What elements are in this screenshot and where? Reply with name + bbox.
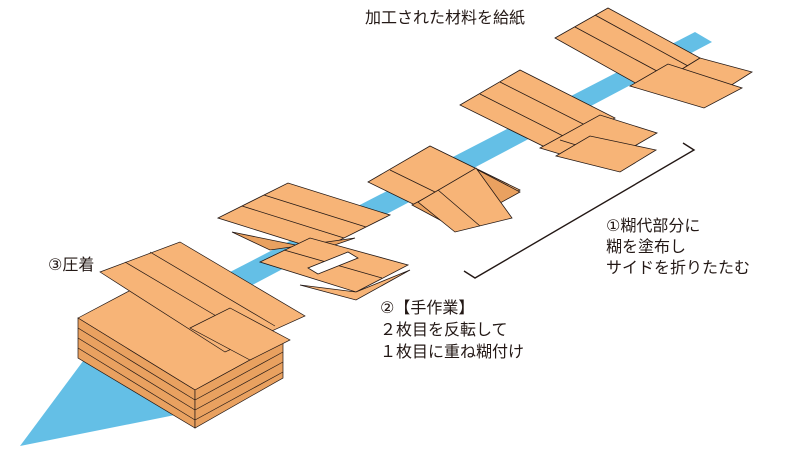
blank-gluing [459, 69, 658, 173]
step2-line3: １枚目に重ね糊付け [380, 342, 525, 361]
step1-line2: 糊を塗布し [606, 237, 687, 256]
blank-feed [554, 7, 753, 109]
step1-line3: サイドを折りたたむ [606, 258, 751, 277]
blank-manual-step [216, 182, 411, 301]
step1-line1: ①糊代部分に [606, 216, 701, 235]
finished-stack [77, 241, 306, 429]
blank-folding [367, 145, 521, 233]
step1-bracket [463, 142, 696, 279]
step3-label: ③圧着 [48, 255, 95, 274]
feed-label: 加工された材料を給紙 [365, 8, 526, 27]
output-conveyor [20, 345, 200, 446]
step2-line2: ２枚目を反転して [380, 320, 508, 339]
step2-line1: ②【手作業】 [380, 298, 475, 317]
